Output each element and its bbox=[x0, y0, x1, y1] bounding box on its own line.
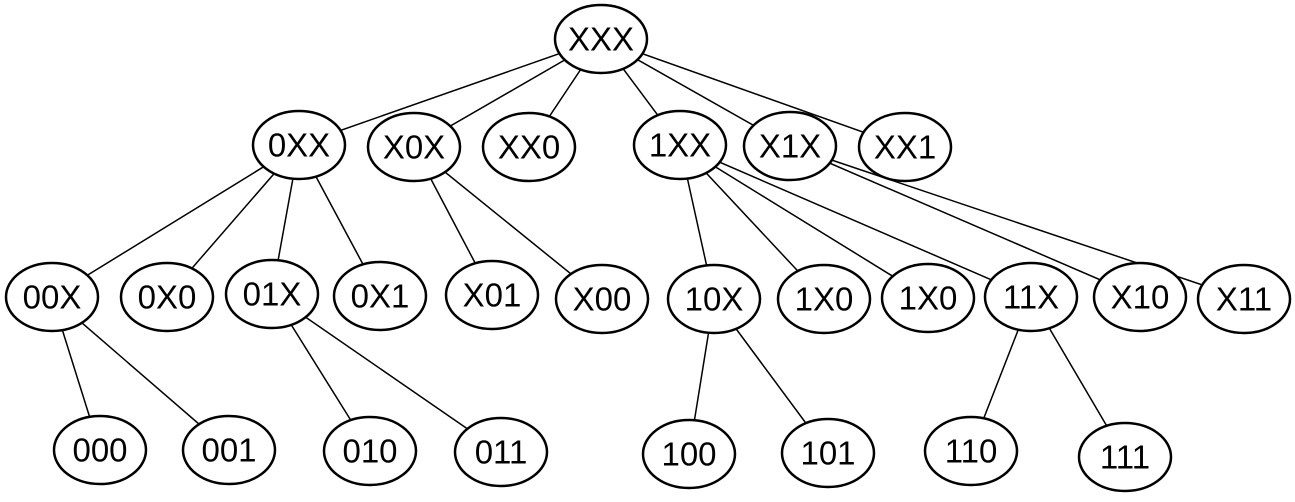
node-ellipse bbox=[453, 416, 549, 488]
node-ellipse bbox=[119, 261, 215, 333]
node-0x1: 0X1 bbox=[332, 260, 428, 332]
node-xxx: XXX bbox=[553, 3, 649, 75]
node-label: 101 bbox=[800, 435, 855, 472]
node-101: 101 bbox=[780, 417, 876, 489]
node-001: 001 bbox=[181, 414, 277, 486]
node-ellipse bbox=[1092, 261, 1188, 333]
node-label: 1X0 bbox=[899, 280, 958, 317]
node-label: 110 bbox=[945, 433, 998, 470]
node-ellipse bbox=[224, 258, 320, 330]
node-ellipse bbox=[983, 261, 1079, 333]
node-label: 00X bbox=[23, 279, 82, 316]
node-1x0a: 1X0 bbox=[776, 263, 872, 335]
node-ellipse bbox=[553, 3, 649, 75]
node-ellipse bbox=[742, 110, 838, 182]
node-label: 0XX bbox=[268, 127, 330, 164]
edges bbox=[51, 38, 1245, 458]
node-ellipse bbox=[857, 111, 953, 183]
node-x11: X11 bbox=[1196, 263, 1292, 335]
edge-1xx-11x bbox=[679, 144, 1032, 298]
node-label: X0X bbox=[383, 129, 445, 166]
node-label: 100 bbox=[661, 436, 716, 473]
node-010: 010 bbox=[322, 415, 418, 487]
node-label: 010 bbox=[342, 433, 397, 470]
node-1x0b: 1X0 bbox=[880, 262, 976, 334]
node-xx0: XX0 bbox=[481, 111, 577, 183]
node-ellipse bbox=[632, 109, 728, 181]
node-ellipse bbox=[1196, 263, 1292, 335]
node-label: 111 bbox=[1100, 439, 1150, 476]
node-label: 10X bbox=[685, 281, 744, 318]
nodes: XXX 0XX X0X XX0 1XX X1X XX1 00X 0X0 01X 0X1 X01 X00 1… bbox=[4, 3, 1292, 493]
node-x0x: X0X bbox=[366, 111, 462, 183]
node-ellipse bbox=[52, 414, 148, 486]
node-ellipse bbox=[366, 111, 462, 183]
node-ellipse bbox=[322, 415, 418, 487]
node-0xx: 0XX bbox=[251, 109, 347, 181]
node-000: 000 bbox=[52, 414, 148, 486]
node-01x: 01X bbox=[224, 258, 320, 330]
node-ellipse bbox=[4, 261, 100, 333]
node-x10: X10 bbox=[1092, 261, 1188, 333]
edge-01x-011 bbox=[271, 293, 502, 453]
node-label: 000 bbox=[72, 432, 127, 469]
node-ellipse bbox=[641, 418, 737, 490]
edge-xxx-xx1 bbox=[600, 38, 906, 148]
node-ellipse bbox=[444, 259, 540, 331]
node-label: X00 bbox=[573, 281, 632, 318]
node-011: 011 bbox=[453, 416, 549, 488]
node-ellipse bbox=[1077, 421, 1173, 493]
node-label: X10 bbox=[1111, 279, 1170, 316]
node-ellipse bbox=[332, 260, 428, 332]
node-ellipse bbox=[554, 263, 650, 335]
node-00x: 00X bbox=[4, 261, 100, 333]
node-x1x: X1X bbox=[742, 110, 838, 182]
node-label: X1X bbox=[759, 128, 821, 165]
node-0x0: 0X0 bbox=[119, 261, 215, 333]
node-label: XX1 bbox=[874, 129, 936, 166]
node-label: X11 bbox=[1216, 281, 1272, 318]
node-111: 111 bbox=[1077, 421, 1173, 493]
node-11x: 11X bbox=[983, 261, 1079, 333]
node-10x: 10X bbox=[666, 263, 762, 335]
node-ellipse bbox=[251, 109, 347, 181]
edge-x1x-x10 bbox=[789, 145, 1141, 298]
node-label: XXX bbox=[568, 21, 634, 58]
node-ellipse bbox=[923, 415, 1019, 487]
node-label: 001 bbox=[201, 432, 256, 469]
node-1xx: 1XX bbox=[632, 109, 728, 181]
edge-0xx-00x bbox=[51, 144, 300, 298]
node-ellipse bbox=[776, 263, 872, 335]
node-label: X01 bbox=[463, 277, 522, 314]
node-label: 1XX bbox=[649, 127, 711, 164]
node-label: 0X0 bbox=[138, 279, 197, 316]
node-label: XX0 bbox=[498, 129, 560, 166]
edge-1xx-1x0b bbox=[679, 144, 929, 299]
node-label: 011 bbox=[475, 434, 528, 471]
node-100: 100 bbox=[641, 418, 737, 490]
node-ellipse bbox=[666, 263, 762, 335]
node-label: 0X1 bbox=[351, 278, 410, 315]
node-x00: X00 bbox=[554, 263, 650, 335]
node-x01: X01 bbox=[444, 259, 540, 331]
node-ellipse bbox=[481, 111, 577, 183]
node-xx1: XX1 bbox=[857, 111, 953, 183]
node-label: 11X bbox=[1003, 279, 1059, 316]
node-label: 1X0 bbox=[795, 281, 854, 318]
node-ellipse bbox=[780, 417, 876, 489]
node-ellipse bbox=[181, 414, 277, 486]
node-ellipse bbox=[880, 262, 976, 334]
node-110: 110 bbox=[923, 415, 1019, 487]
node-label: 01X bbox=[243, 276, 302, 313]
edge-xxx-0xx bbox=[298, 38, 602, 146]
